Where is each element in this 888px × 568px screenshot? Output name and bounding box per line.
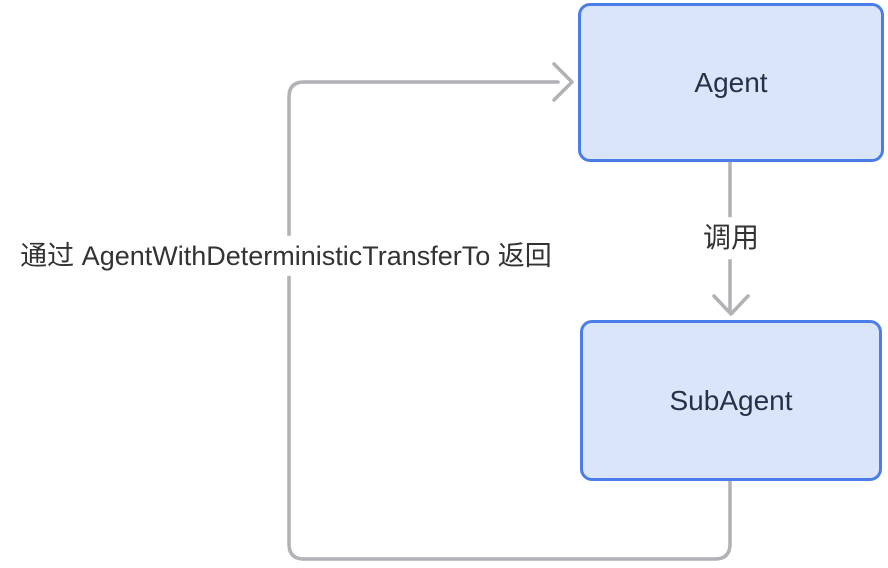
return-edge-label: 通过 AgentWithDeterministicTransferTo 返回 xyxy=(14,235,558,277)
arrowhead-right-icon xyxy=(552,62,574,102)
subagent-node: SubAgent xyxy=(580,320,882,481)
arrowhead-down-icon xyxy=(712,294,750,316)
call-edge-label: 调用 xyxy=(696,217,766,259)
subagent-node-label: SubAgent xyxy=(669,384,793,416)
return-edge-line xyxy=(287,80,732,561)
agent-node: Agent xyxy=(578,3,884,162)
agent-node-label: Agent xyxy=(694,66,768,98)
